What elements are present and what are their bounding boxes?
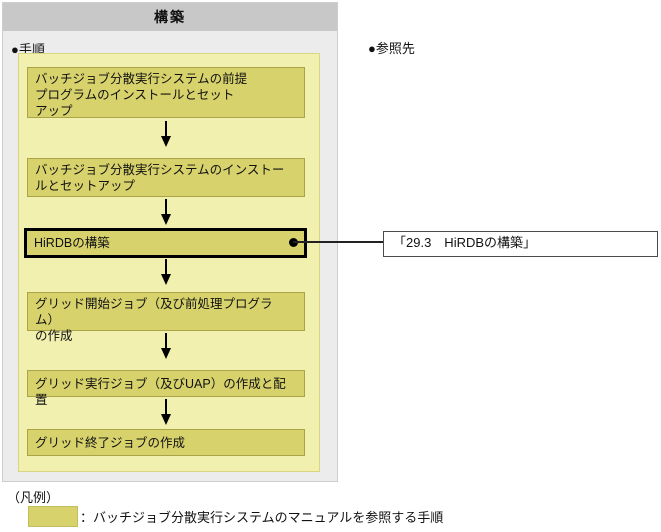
reference-text: 「29.3 HiRDBの構築」 (393, 235, 537, 250)
step-box-system-install: バッチジョブ分散実行システムのインストー ルとセットアップ (27, 158, 305, 197)
arrow-head (161, 136, 171, 147)
construction-title: 構築 (3, 3, 337, 31)
step-label: HiRDBの構築 (34, 236, 110, 250)
step-box-hirdb-highlighted: HiRDBの構築 (24, 228, 307, 258)
arrow-shaft (165, 199, 167, 214)
step-label: グリッド終了ジョブの作成 (35, 436, 186, 450)
step-box-grid-start-job: グリッド開始ジョブ（及び前処理プログラム） の作成 (27, 292, 305, 343)
arrow-head (161, 414, 171, 425)
arrow-head (161, 214, 171, 225)
arrow-shaft (165, 259, 167, 274)
arrow-shaft (165, 121, 167, 136)
step-box-grid-exec-job: グリッド実行ジョブ（及びUAP）の作成と配置 (27, 370, 305, 407)
down-arrow-icon (160, 333, 172, 359)
arrow-head (161, 348, 171, 359)
down-arrow-icon (160, 121, 172, 147)
step-label: バッチジョブ分散実行システムのインストー ルとセットアップ (35, 163, 285, 193)
reference-box: 「29.3 HiRDBの構築」 (383, 231, 658, 257)
step-label: グリッド開始ジョブ（及び前処理プログラム） の作成 (35, 297, 273, 343)
legend-text: ：バッチジョブ分散実行システムのマニュアルを参照する手順 (80, 510, 444, 525)
down-arrow-icon (160, 259, 172, 285)
reference-label: ●参照先 (368, 41, 415, 56)
arrow-shaft (165, 399, 167, 414)
step-box-prereq-install: バッチジョブ分散実行システムの前提 プログラムのインストールとセット アップ (27, 67, 305, 118)
legend-swatch (28, 506, 78, 527)
down-arrow-icon (160, 399, 172, 425)
legend-title: （凡例） (7, 490, 60, 505)
flow-panel (18, 53, 320, 472)
step-box-grid-end-job: グリッド終了ジョブの作成 (27, 429, 305, 456)
step-label: グリッド実行ジョブ（及びUAP）の作成と配置 (35, 377, 286, 407)
connector-line (293, 241, 383, 243)
legend-row: ：バッチジョブ分散実行システムのマニュアルを参照する手順 (28, 506, 443, 527)
arrow-head (161, 274, 171, 285)
down-arrow-icon (160, 199, 172, 225)
step-label: バッチジョブ分散実行システムの前提 プログラムのインストールとセット アップ (35, 72, 248, 118)
arrow-shaft (165, 333, 167, 348)
